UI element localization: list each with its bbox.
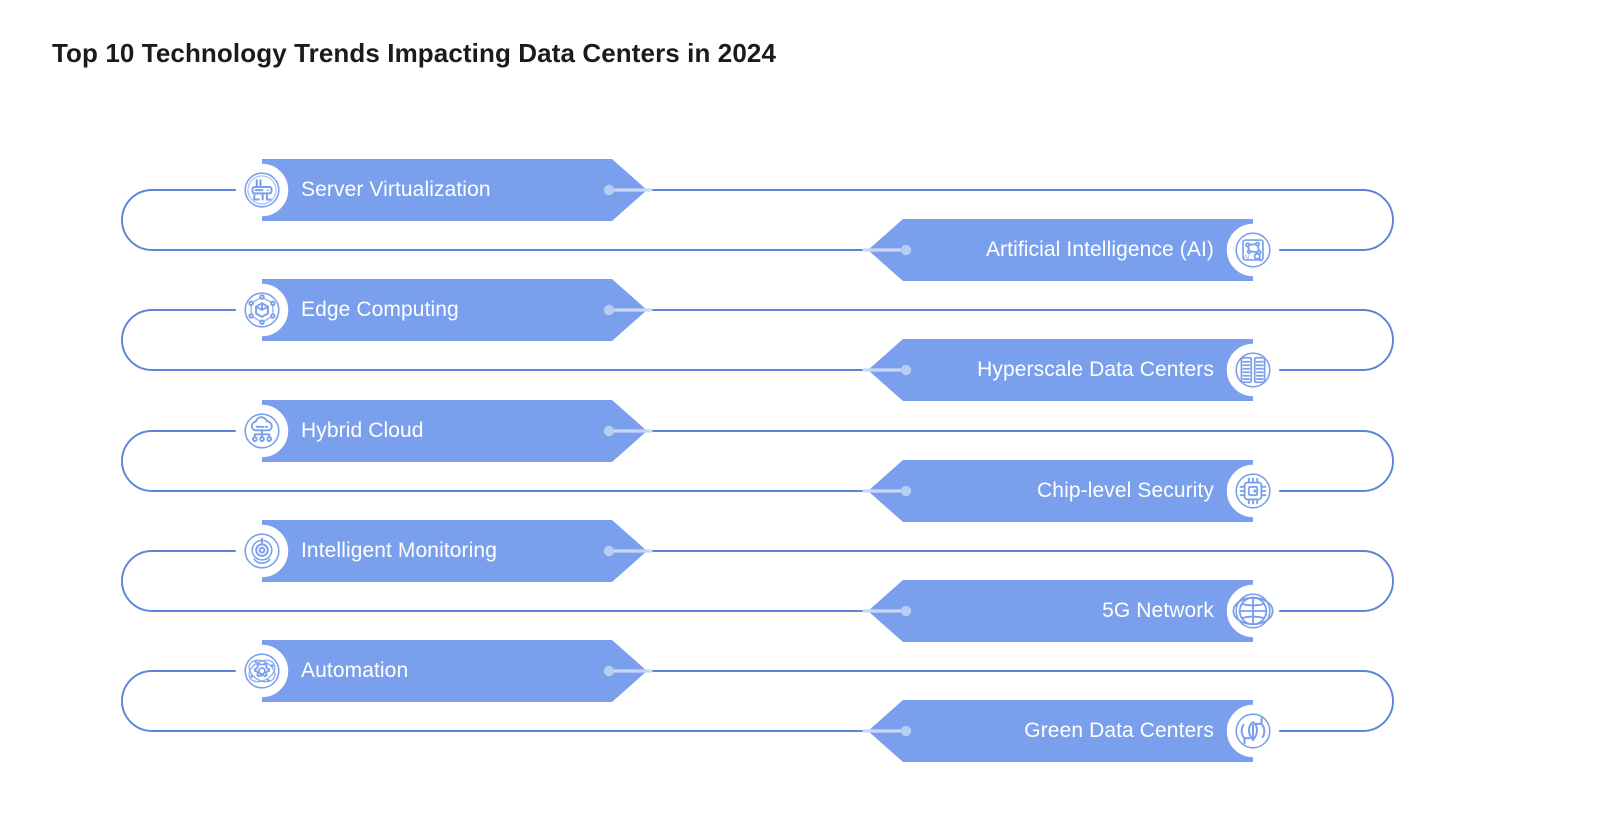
node-green-data-centers[interactable] [862, 700, 1280, 762]
node-label: Hybrid Cloud [301, 419, 424, 442]
node-chip-level-security[interactable] [862, 460, 1280, 522]
connector-dot [900, 485, 912, 497]
icon-badge [1226, 343, 1280, 397]
connector-dot [603, 665, 615, 677]
node-intelligent-monitoring[interactable] [235, 520, 653, 582]
track-5 [121, 670, 1394, 732]
connector-dot [603, 304, 615, 316]
node-label: Chip-level Security [1037, 479, 1214, 502]
track-2 [121, 309, 1394, 371]
chevron-shape [868, 219, 1253, 281]
connector-dot [603, 425, 615, 437]
track-4 [121, 550, 1394, 612]
connector-dot [900, 725, 912, 737]
node-label: Edge Computing [301, 298, 459, 321]
icon-badge [1226, 223, 1280, 277]
connector-dot [603, 545, 615, 557]
nodes-layer [235, 159, 1280, 762]
chevron-shape [262, 400, 647, 462]
icon-badge [235, 524, 289, 578]
track-3 [121, 430, 1394, 492]
chevron-shape [262, 279, 647, 341]
node-label: Server Virtualization [301, 178, 491, 201]
node-label: Green Data Centers [1024, 719, 1214, 742]
connector-dot [900, 244, 912, 256]
chevron-shape [868, 580, 1253, 642]
node-label: Hyperscale Data Centers [977, 358, 1214, 381]
node-artificial-intelligence-ai[interactable] [862, 219, 1280, 281]
node-server-virtualization[interactable] [235, 159, 653, 221]
chevron-shape [868, 700, 1253, 762]
chevron-shape [868, 339, 1253, 401]
chevron-shape [262, 520, 647, 582]
node-5g-network[interactable] [862, 580, 1280, 642]
node-hyperscale-data-centers[interactable] [862, 339, 1280, 401]
node-edge-computing[interactable] [235, 279, 653, 341]
tracks-layer [121, 189, 1394, 732]
chevron-shape [868, 460, 1253, 522]
icon-badge [235, 644, 289, 698]
node-hybrid-cloud[interactable] [235, 400, 653, 462]
connector-dot [900, 605, 912, 617]
node-automation[interactable] [235, 640, 653, 702]
chevron-shape [262, 159, 647, 221]
track-1 [121, 189, 1394, 251]
chevron-shape [262, 640, 647, 702]
connector-dot [603, 184, 615, 196]
icon-badge [1226, 464, 1280, 518]
page-title: Top 10 Technology Trends Impacting Data … [52, 38, 777, 68]
connector-dot [900, 364, 912, 376]
node-label: Intelligent Monitoring [301, 539, 497, 562]
node-label: Artificial Intelligence (AI) [985, 238, 1214, 261]
node-label: 5G Network [1102, 599, 1214, 622]
node-label: Automation [301, 659, 409, 682]
